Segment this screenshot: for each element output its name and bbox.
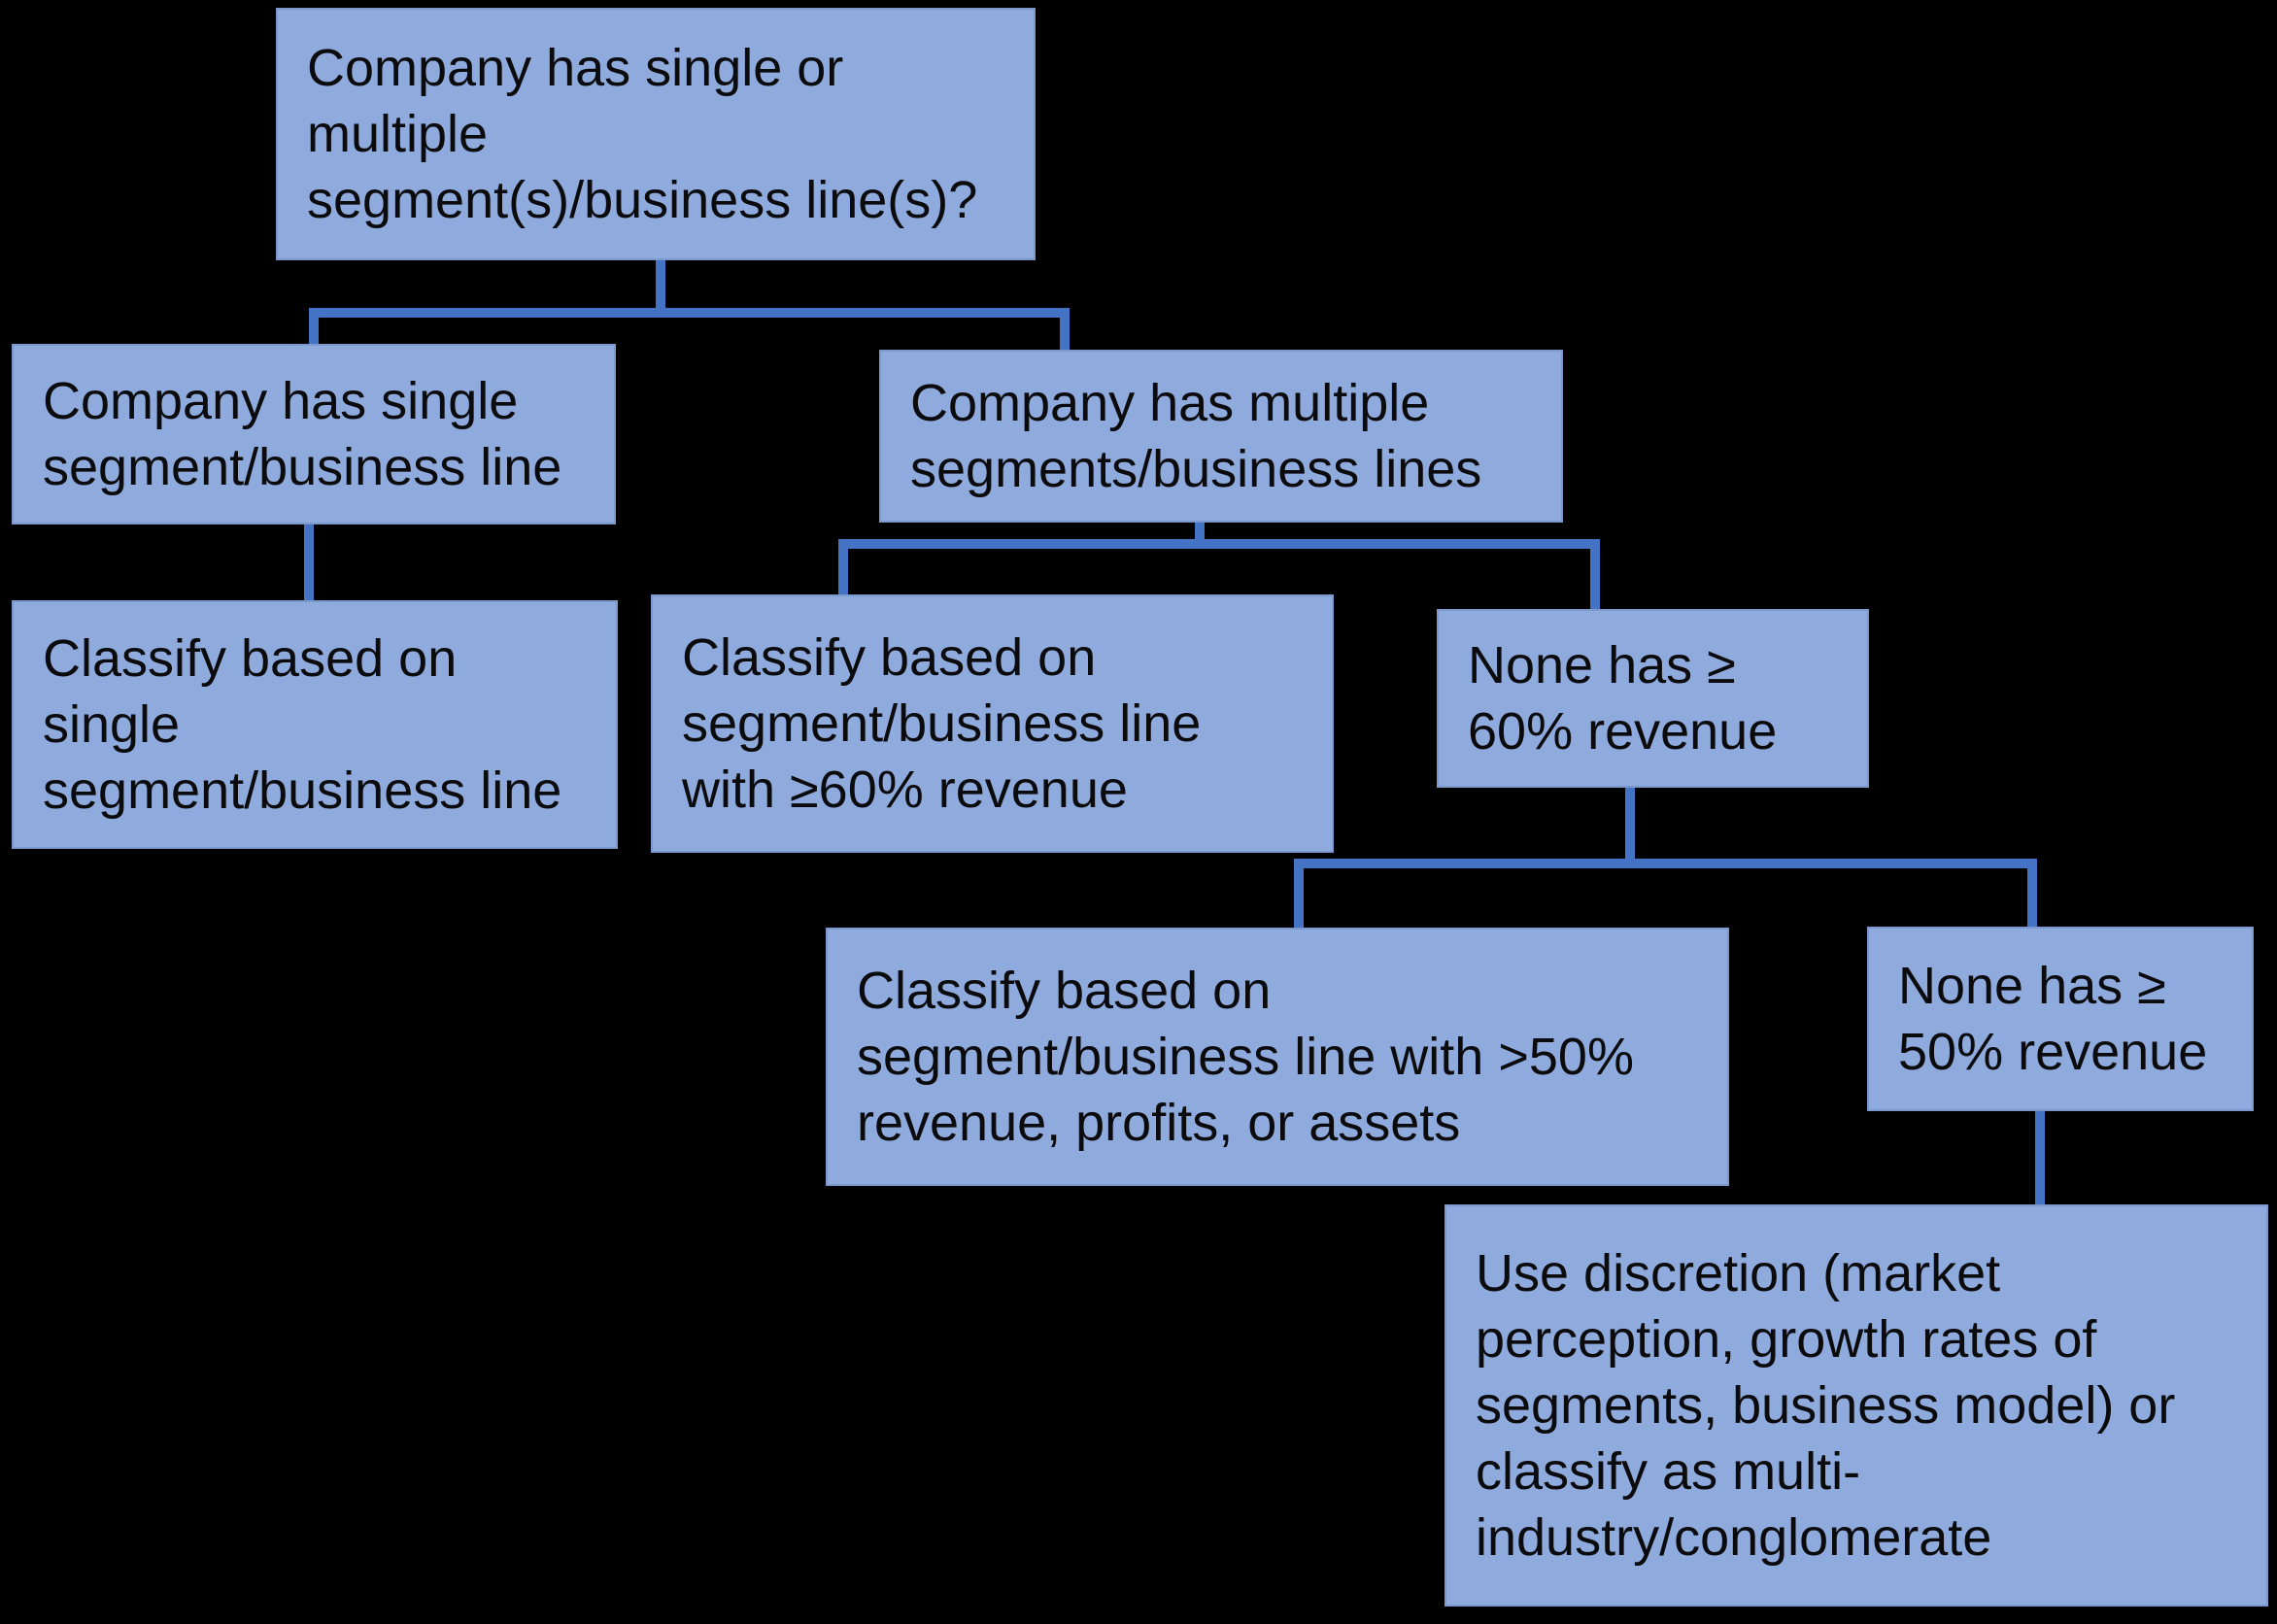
node-classify-50pct-revenue-profits-assets: Classify based on segment/business line … [826,928,1729,1186]
node-root-question: Company has single or multiple segment(s… [276,8,1036,260]
node-single-segment: Company has single segment/business line [12,344,616,524]
node-classify-single-segment: Classify based on single segment/busines… [12,600,618,849]
node-none-has-60pct-revenue: None has ≥ 60% revenue [1437,609,1869,788]
node-use-discretion-conglomerate: Use discretion (market perception, growt… [1444,1204,2268,1607]
node-classify-60pct-revenue: Classify based on segment/business line … [651,594,1334,853]
node-multiple-segments: Company has multiple segments/business l… [879,350,1563,523]
node-none-has-50pct-revenue: None has ≥ 50% revenue [1867,927,2254,1111]
